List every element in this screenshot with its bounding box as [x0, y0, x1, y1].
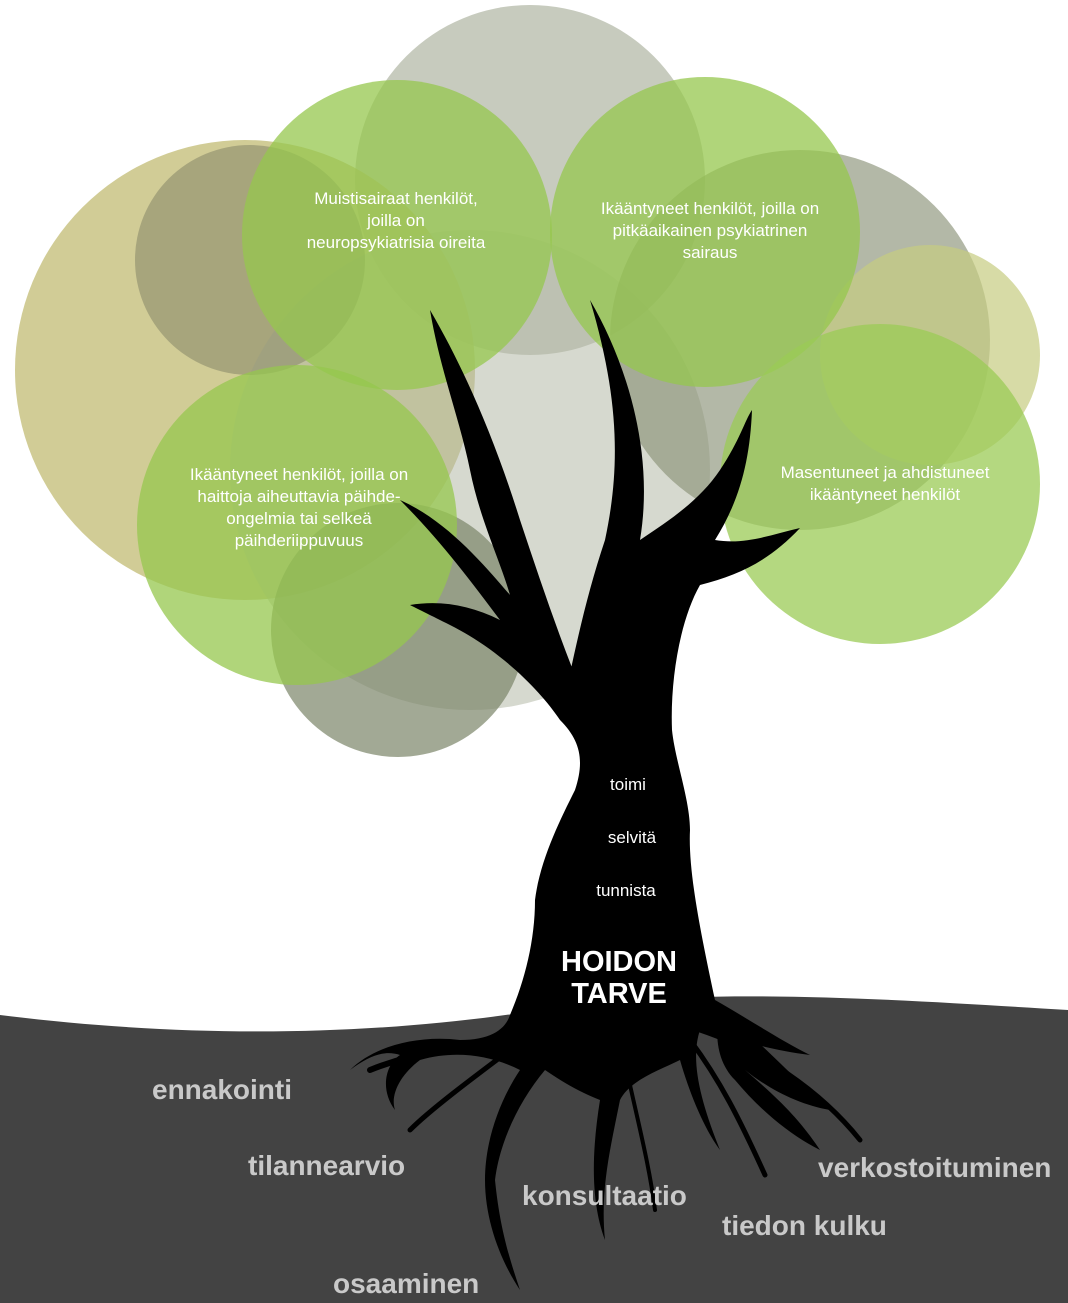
canopy-circle — [137, 365, 457, 685]
group-label-substance: Ikääntyneet henkilöt, joilla on haittoja… — [189, 465, 409, 550]
group-label-dementia: Muistisairaat henkilöt, joilla on neurop… — [306, 189, 486, 252]
roots — [367, 1027, 863, 1212]
canopy-circle — [720, 324, 1040, 644]
trunk-word-clarify: selvitä — [607, 828, 657, 847]
trunk-word-recognize: tunnista — [596, 881, 656, 900]
group-label-psychiatric: Ikääntyneet henkilöt, joilla on pitkäaik… — [600, 199, 820, 262]
group-label-depression: Masentuneet ja ahdistuneet ikääntyneet h… — [780, 463, 990, 504]
canopy-circle — [550, 77, 860, 387]
root-word-networking: verkostoituminen — [818, 1152, 1052, 1183]
care-need-line1: HOIDON — [561, 946, 677, 978]
root-word-anticipation: ennakointi — [152, 1074, 293, 1105]
root-word-info-flow: tiedon kulku — [722, 1210, 887, 1241]
root-word-assessment: tilannearvio — [248, 1150, 406, 1181]
care-need-line2: TARVE — [571, 978, 667, 1010]
trunk-word-act: toimi — [610, 775, 646, 794]
care-need-title: HOIDON TARVE — [519, 946, 719, 1010]
canopy-circle — [242, 80, 552, 390]
root-word-expertise: osaaminen — [333, 1268, 480, 1299]
root-word-consultation: konsultaatio — [522, 1180, 687, 1211]
ground — [0, 996, 1068, 1303]
trunk — [350, 300, 830, 1290]
